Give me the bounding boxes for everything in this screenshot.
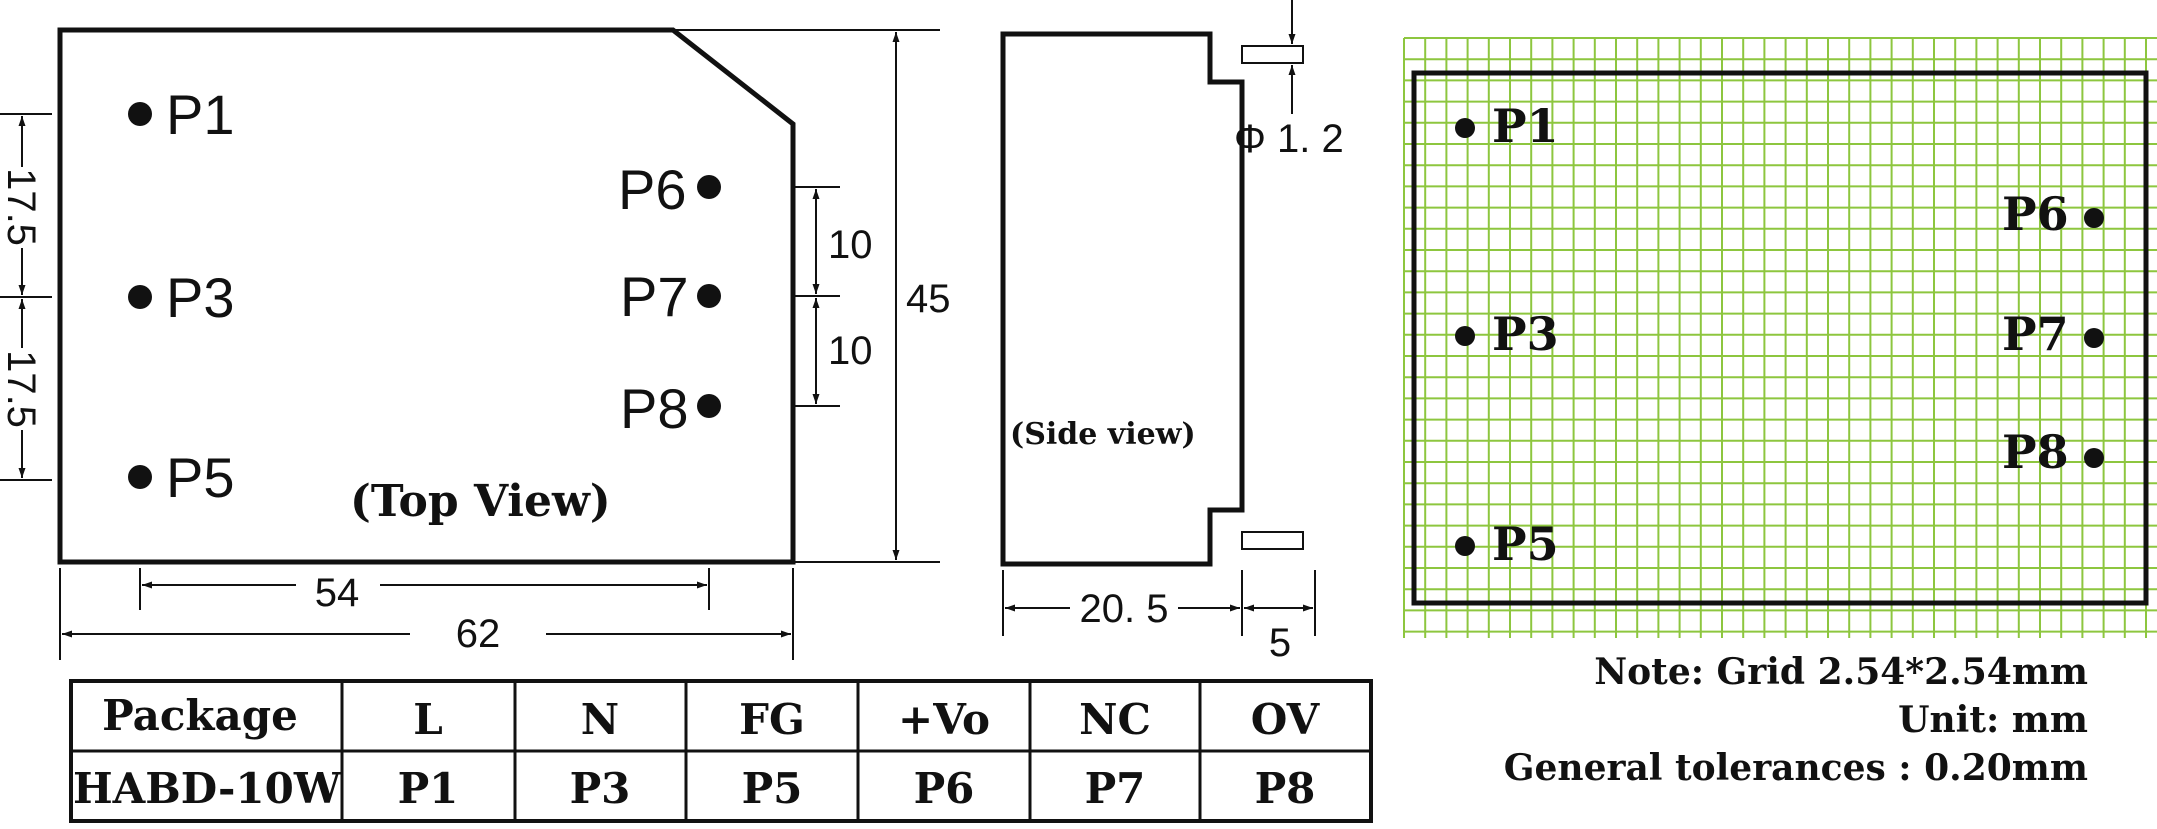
grid-pin-p7-label: P7 (2002, 307, 2069, 361)
top-pin-p6-dot (697, 175, 721, 199)
grid-pin-p6-label: P6 (2002, 187, 2069, 241)
pin-table: Package L N FG +Vo NC OV HABD-10W P1 P3 … (69, 679, 1373, 823)
grid-pin-p6-dot (2084, 208, 2104, 228)
dim-pin-span: 54 (315, 571, 360, 615)
table-cell-n-pin: P3 (570, 764, 631, 813)
table-cell-ov-pin: P8 (1255, 764, 1316, 813)
dim-right-pitch-lower: 10 (828, 329, 873, 373)
grid-footprint-outline (1411, 70, 2149, 606)
side-view-caption: (Side view) (1010, 417, 1196, 452)
top-view-outline (57, 27, 796, 565)
table-header-n: N (581, 695, 619, 744)
side-view-outline (1000, 31, 1245, 567)
grid-view: P1 P3 P5 P6 P7 P8 (1403, 37, 2157, 638)
grid-lines (1403, 37, 2157, 638)
side-pin-top (1241, 45, 1304, 64)
side-body-depth: 20. 5 (1080, 587, 1169, 631)
grid-pin-p1-label: P1 (1492, 99, 1559, 153)
table-cell-nc-pin: P7 (1085, 764, 1146, 813)
dim-left-pitch-lower: 17.5 (0, 350, 43, 428)
table-header-package: Package (102, 691, 298, 740)
top-view-caption: (Top View) (350, 476, 611, 527)
table-cell-model: HABD-10W (73, 764, 342, 813)
grid-pin-p1-dot (1455, 118, 1475, 138)
notes: Note: Grid 2.54*2.54mm Unit: mm General … (1504, 651, 2088, 789)
grid-pin-p5-label: P5 (1492, 517, 1559, 571)
top-pin-p5-label: P5 (166, 446, 235, 509)
side-pin-diameter: Φ 1. 2 (1234, 117, 1344, 161)
side-pin-length: 5 (1269, 621, 1291, 665)
top-pin-p7-label: P7 (620, 265, 689, 328)
dim-width-total: 62 (456, 612, 501, 656)
dim-left-pitch-upper: 17.5 (0, 168, 43, 246)
table-cell-l-pin: P1 (398, 764, 459, 813)
dim-height: 45 (906, 277, 951, 321)
grid-pin-p8-label: P8 (2002, 425, 2069, 479)
side-pin-bottom (1241, 531, 1304, 550)
table-header-l: L (413, 695, 443, 744)
table-header-nc: NC (1079, 695, 1151, 744)
table-cell-fg-pin: P5 (742, 764, 803, 813)
top-pin-p3-dot (128, 285, 152, 309)
top-pin-p7-dot (697, 284, 721, 308)
top-pin-p5-dot (128, 465, 152, 489)
table-cell-vo-pin: P6 (914, 764, 975, 813)
table-header-ov: OV (1251, 695, 1321, 744)
side-view: Φ 1. 2 (Side view) 20. 5 5 (1000, 0, 1344, 665)
top-pin-p1-label: P1 (166, 83, 235, 146)
note-grid: Note: Grid 2.54*2.54mm (1594, 651, 2088, 693)
dim-right-pitch-upper: 10 (828, 223, 873, 267)
note-tolerance: General tolerances : 0.20mm (1504, 747, 2088, 789)
top-pin-p8-label: P8 (620, 377, 689, 440)
table-header-fg: FG (739, 695, 805, 744)
note-unit: Unit: mm (1898, 699, 2088, 741)
top-pin-p3-label: P3 (166, 266, 235, 329)
grid-pin-p7-dot (2084, 328, 2104, 348)
grid-pin-p3-label: P3 (1492, 307, 1559, 361)
top-pin-p6-label: P6 (618, 158, 687, 221)
top-pin-p8-dot (697, 394, 721, 418)
grid-pin-p3-dot (1455, 326, 1475, 346)
table-header-vo: +Vo (898, 695, 990, 744)
top-pin-p1-dot (128, 102, 152, 126)
top-view: P1 P3 P5 P6 P7 P8 (Top View) 17.5 17.5 1… (0, 27, 951, 660)
grid-pin-p8-dot (2084, 448, 2104, 468)
grid-pin-p5-dot (1455, 536, 1475, 556)
